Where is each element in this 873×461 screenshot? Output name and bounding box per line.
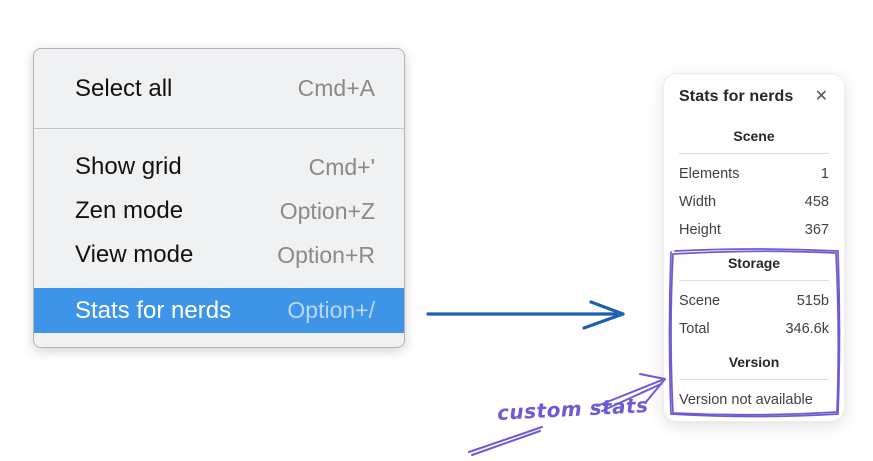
menu-divider	[34, 128, 404, 129]
menu-item-label: View mode	[75, 241, 194, 268]
stat-row-width: Width 458	[679, 188, 829, 216]
context-menu: Select all Cmd+A Show grid Cmd+' Zen mod…	[33, 48, 405, 348]
stat-label: Elements	[679, 166, 740, 182]
menu-item-zen-mode[interactable]: Zen mode Option+Z	[34, 189, 404, 233]
stat-label: Total	[679, 321, 710, 337]
section-divider	[679, 153, 829, 154]
menu-section-top: Select all Cmd+A	[34, 49, 404, 128]
section-divider	[679, 379, 829, 380]
stat-label: Height	[679, 222, 721, 238]
version-section-heading: Version	[728, 354, 780, 370]
menu-item-select-all[interactable]: Select all Cmd+A	[34, 67, 404, 111]
section-divider	[679, 280, 829, 281]
stat-row-total-storage: Total 346.6k	[679, 315, 829, 343]
menu-item-label: Show grid	[75, 153, 182, 180]
stat-row-height: Height 367	[679, 216, 829, 244]
menu-item-label: Select all	[75, 74, 173, 102]
menu-item-shortcut: Cmd+A	[297, 75, 375, 101]
stat-value: 367	[804, 222, 829, 238]
close-icon[interactable]: ✕	[814, 88, 828, 105]
menu-item-label: Zen mode	[75, 197, 184, 224]
stats-panel-title: Stats for nerds	[679, 88, 794, 105]
menu-item-shortcut: Option+/	[287, 297, 375, 323]
version-note: Version not available	[679, 392, 813, 408]
stat-label: Width	[679, 194, 717, 210]
menu-item-show-grid[interactable]: Show grid Cmd+'	[34, 145, 404, 189]
stat-value: 1	[820, 166, 829, 182]
menu-item-stats-for-nerds[interactable]: Stats for nerds Option+/	[34, 288, 404, 333]
stats-panel: Stats for nerds ✕ Scene Elements 1 Width…	[663, 73, 845, 422]
menu-item-label: Stats for nerds	[75, 296, 232, 324]
storage-section-heading: Storage	[727, 255, 781, 271]
stat-row-elements: Elements 1	[679, 160, 829, 188]
custom-stats-annotation: custom stats	[496, 393, 650, 425]
menu-section-bottom: Show grid Cmd+' Zen mode Option+Z View m…	[34, 129, 404, 333]
menu-item-shortcut: Cmd+'	[308, 153, 375, 180]
stat-row-scene-storage: Scene 515b	[679, 287, 829, 315]
stats-panel-header: Stats for nerds ✕	[679, 88, 829, 106]
stat-value: 346.6k	[785, 321, 829, 337]
stat-value: 458	[804, 194, 829, 210]
menu-item-shortcut: Option+Z	[279, 197, 375, 224]
stat-value: 515b	[796, 293, 829, 309]
menu-item-shortcut: Option+R	[277, 241, 375, 268]
scene-section-heading: Scene	[733, 128, 775, 144]
blue-arrow	[426, 300, 625, 330]
stat-label: Scene	[679, 293, 721, 309]
menu-item-view-mode[interactable]: View mode Option+R	[34, 233, 404, 277]
